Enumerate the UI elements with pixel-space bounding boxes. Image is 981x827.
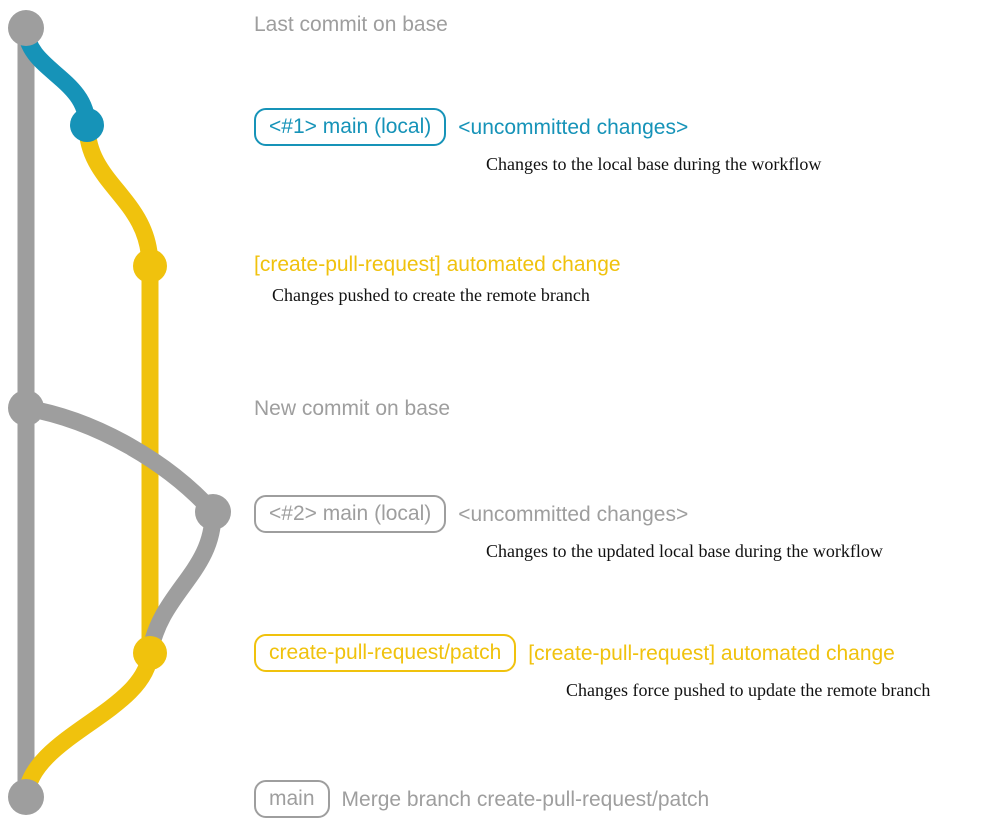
node-merge-commit[interactable] xyxy=(8,779,44,815)
ref-badge-main-local-2[interactable]: <#2> main (local) xyxy=(254,495,447,533)
commit-headline: Merge branch create-pull-request/patch xyxy=(341,787,710,811)
node-local-2[interactable] xyxy=(195,494,231,530)
node-base-new[interactable] xyxy=(8,390,44,426)
ref-badge-create-pull-request-patch[interactable]: create-pull-request/patch xyxy=(254,634,517,672)
node-patch-1[interactable] xyxy=(133,249,167,283)
commit-row-last-commit-on-base: Last commit on base xyxy=(254,12,448,37)
ref-badge-main-local-1[interactable]: <#1> main (local) xyxy=(254,108,447,146)
commit-row-automated-change-1: [create-pull-request] automated change C… xyxy=(254,252,621,306)
node-patch-2[interactable] xyxy=(133,636,167,670)
commit-headline: <uncommitted changes> xyxy=(458,502,689,526)
commit-subtext: Changes to the updated local base during… xyxy=(486,541,883,561)
node-base-head[interactable] xyxy=(8,10,44,46)
commit-subtext: Changes to the local base during the wor… xyxy=(486,154,822,174)
commit-row-automated-change-2: create-pull-request/patch [create-pull-r… xyxy=(254,634,930,701)
commit-headline: New commit on base xyxy=(254,397,451,420)
commit-row-local-uncommitted-1: <#1> main (local) <uncommitted changes> … xyxy=(254,108,821,175)
edge-local-1-to-patch-1 xyxy=(78,116,159,275)
edge-patch-2-to-merge xyxy=(17,644,159,806)
edge-local-2-to-patch-2 xyxy=(141,503,222,662)
edge-base-new-to-local-2 xyxy=(17,399,222,521)
ref-badge-main[interactable]: main xyxy=(254,780,330,818)
commit-headline: Last commit on base xyxy=(254,13,448,36)
commit-headline: [create-pull-request] automated change xyxy=(528,641,895,665)
commit-row-merge-commit: main Merge branch create-pull-request/pa… xyxy=(254,780,709,818)
commit-row-new-commit-on-base: New commit on base xyxy=(254,396,450,421)
commit-row-local-uncommitted-2: <#2> main (local) <uncommitted changes> … xyxy=(254,495,883,562)
commit-subtext: Changes force pushed to update the remot… xyxy=(566,680,931,700)
commit-headline: <uncommitted changes> xyxy=(458,115,689,139)
commit-headline: [create-pull-request] automated change xyxy=(254,253,621,276)
commit-subtext: Changes pushed to create the remote bran… xyxy=(272,285,590,305)
node-local-1[interactable] xyxy=(70,108,104,142)
